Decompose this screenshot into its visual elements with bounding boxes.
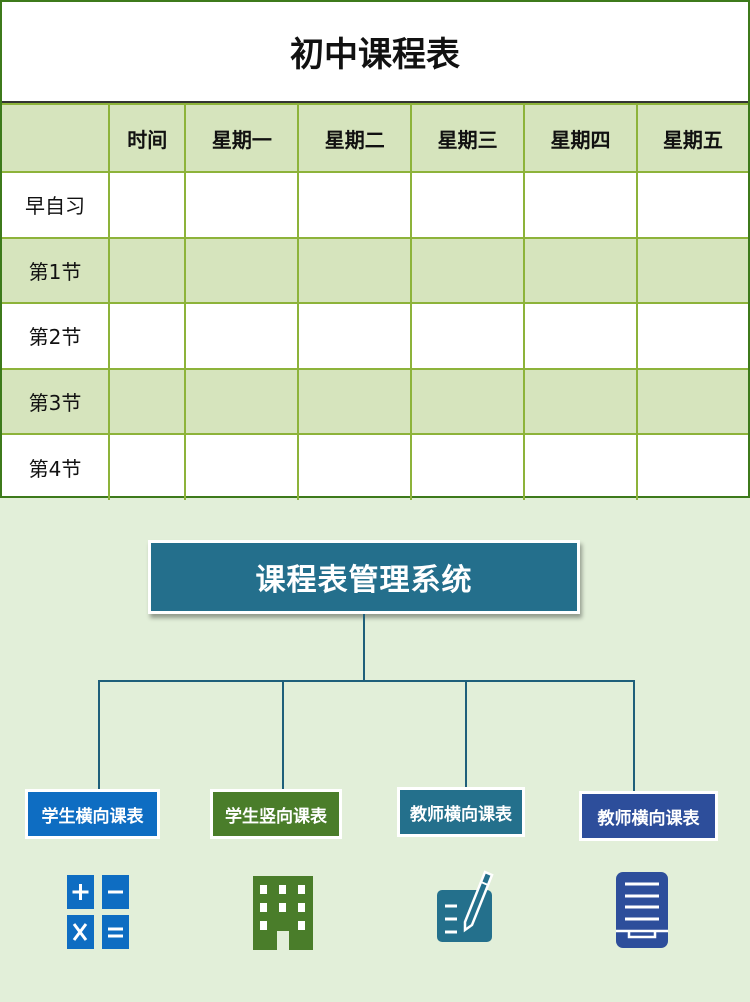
row-label: 第2节 <box>2 302 110 370</box>
header-cell-wednesday: 星期三 <box>410 103 526 173</box>
connector-branch-4 <box>633 680 635 792</box>
node-student-vertical[interactable]: 学生竖向课表 <box>210 789 342 839</box>
table-cell[interactable] <box>410 433 526 500</box>
connector-branch-1 <box>98 680 100 790</box>
node-student-horizontal[interactable]: 学生横向课表 <box>25 789 160 839</box>
header-row: 时间 星期一 星期二 星期三 星期四 星期五 <box>2 103 748 173</box>
table-cell[interactable] <box>297 433 413 500</box>
header-cell-blank <box>2 103 110 173</box>
table-cell[interactable] <box>523 171 638 239</box>
table-cell[interactable] <box>184 171 300 239</box>
table-cell[interactable] <box>523 236 638 304</box>
table-cell[interactable] <box>107 433 187 500</box>
document-tray-icon <box>616 872 668 948</box>
table-row: 第4节 <box>2 433 748 500</box>
row-label: 第1节 <box>2 236 110 304</box>
table-cell[interactable] <box>297 236 413 304</box>
connector-branch-3 <box>465 680 467 787</box>
table-cell[interactable] <box>523 433 638 500</box>
table-cell[interactable] <box>523 302 638 370</box>
connector-branch-2 <box>282 680 284 790</box>
node-teacher-horizontal[interactable]: 教师横向课表 <box>397 787 525 837</box>
table-cell[interactable] <box>635 236 748 304</box>
table-cell[interactable] <box>410 302 526 370</box>
table-row: 第3节 <box>2 367 748 435</box>
table-row: 第1节 <box>2 236 748 304</box>
table-cell[interactable] <box>635 433 748 500</box>
row-label: 早自习 <box>2 171 110 239</box>
table-cell[interactable] <box>184 236 300 304</box>
system-root-node: 课程表管理系统 <box>148 540 580 614</box>
notepad-pen-icon <box>437 870 494 942</box>
table-cell[interactable] <box>184 433 300 500</box>
header-cell-tuesday: 星期二 <box>297 103 413 173</box>
table-cell[interactable] <box>107 302 187 370</box>
table-cell[interactable] <box>410 171 526 239</box>
header-cell-friday: 星期五 <box>635 103 748 173</box>
table-cell[interactable] <box>107 367 187 435</box>
node-teacher-horizontal-2[interactable]: 教师横向课表 <box>579 791 718 841</box>
building-icon <box>253 876 313 950</box>
table-cell[interactable] <box>184 302 300 370</box>
connector-trunk <box>363 614 365 681</box>
table-cell[interactable] <box>297 171 413 239</box>
table-cell[interactable] <box>635 367 748 435</box>
table-row: 早自习 <box>2 171 748 239</box>
course-schedule-table: 初中课程表 时间 星期一 星期二 星期三 星期四 星期五 早自习 <box>0 0 750 500</box>
row-label: 第4节 <box>2 433 110 500</box>
header-cell-monday: 星期一 <box>184 103 300 173</box>
schedule-title: 初中课程表 <box>2 2 748 103</box>
table-cell[interactable] <box>523 367 638 435</box>
calculator-icon <box>67 875 129 949</box>
table-cell[interactable] <box>107 171 187 239</box>
connector-horizontal <box>98 680 635 682</box>
table-cell[interactable] <box>297 302 413 370</box>
header-cell-time: 时间 <box>107 103 187 173</box>
header-cell-thursday: 星期四 <box>523 103 638 173</box>
schedule-grid: 时间 星期一 星期二 星期三 星期四 星期五 早自习 第1节 <box>2 103 748 500</box>
table-cell[interactable] <box>107 236 187 304</box>
table-cell[interactable] <box>297 367 413 435</box>
table-row: 第2节 <box>2 302 748 370</box>
table-cell[interactable] <box>410 367 526 435</box>
table-cell[interactable] <box>635 302 748 370</box>
row-label: 第3节 <box>2 367 110 435</box>
table-cell[interactable] <box>184 367 300 435</box>
table-cell[interactable] <box>410 236 526 304</box>
table-cell[interactable] <box>635 171 748 239</box>
